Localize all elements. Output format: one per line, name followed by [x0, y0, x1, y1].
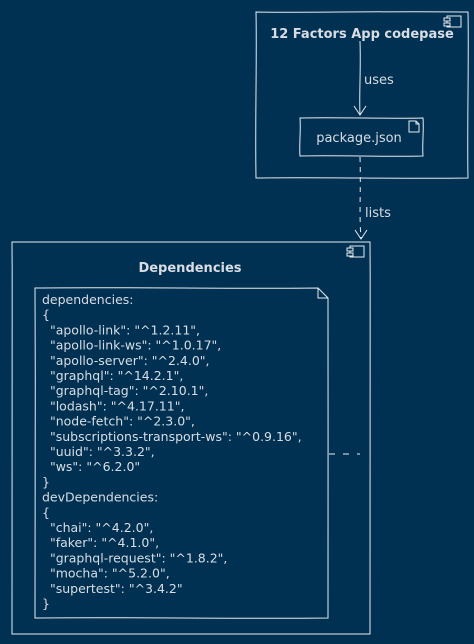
note-line: }: [42, 596, 50, 611]
note-line: "uuid": "^3.3.2",: [42, 444, 155, 459]
component-dependencies-title: Dependencies: [138, 261, 241, 276]
artifact-icon: [408, 120, 420, 133]
note-line: "chai": "^4.2.0",: [42, 520, 153, 535]
note-line: }: [42, 474, 50, 489]
note-line: "node-fetch": "^2.3.0",: [42, 414, 195, 429]
note-line: "apollo-link-ws": "^1.0.17",: [42, 338, 221, 353]
component-icon: [443, 15, 462, 28]
edge-uses: uses: [353, 40, 394, 116]
note-line: dependencies:: [42, 292, 133, 307]
note-line: devDependencies:: [42, 490, 158, 505]
note-line: "graphql": "^14.2.1",: [42, 368, 183, 383]
note-line: "ws": "^6.2.0": [42, 459, 140, 474]
note-line: "apollo-link": "^1.2.11",: [42, 322, 200, 337]
note-line: {: [42, 505, 50, 520]
note-line: "lodash": "^4.17.11",: [42, 398, 184, 413]
note-line: "supertest": "^3.4.2": [42, 581, 183, 596]
artifact-package-json-label: package.json: [316, 131, 402, 146]
note-line: "apollo-server": "^2.4.0",: [42, 353, 210, 368]
edge-uses-label: uses: [364, 73, 394, 88]
note-line: {: [42, 307, 50, 322]
note-line: "faker": "^4.1.0",: [42, 535, 159, 550]
note-lines: dependencies:{ "apollo-link": "^1.2.11",…: [42, 292, 302, 611]
artifact-package-json[interactable]: package.json: [299, 117, 424, 157]
component-icon: [346, 245, 365, 258]
dependencies-note: dependencies:{ "apollo-link": "^1.2.11",…: [34, 287, 329, 619]
note-line: "graphql-tag": "^2.10.1",: [42, 383, 208, 398]
edge-lists: lists: [354, 156, 391, 240]
note-line: "subscriptions-transport-ws": "^0.9.16",: [42, 429, 302, 444]
component-12-factors-app-title: 12 Factors App codepase: [270, 27, 454, 42]
note-line: "graphql-request": "^1.8.2",: [42, 550, 227, 565]
edge-lists-label: lists: [365, 206, 391, 221]
note-line: "mocha": "^5.2.0",: [42, 566, 170, 581]
